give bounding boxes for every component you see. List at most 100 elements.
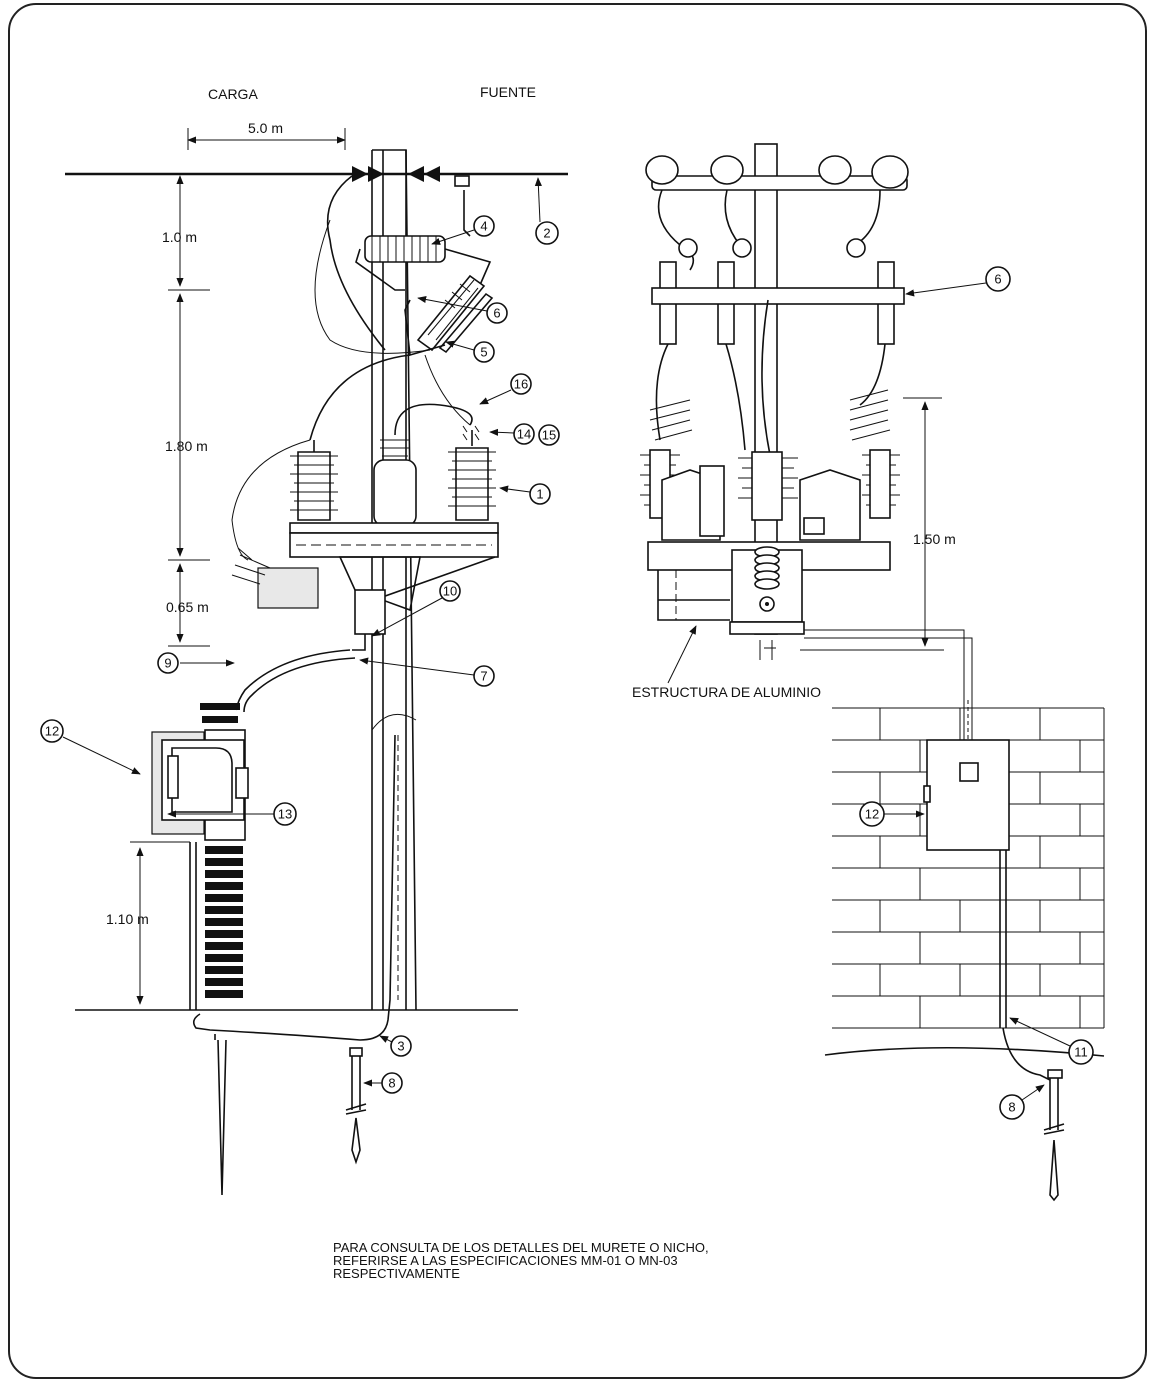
drawing-frame	[8, 3, 1147, 1379]
jumper-line-b	[424, 354, 471, 426]
callout-9: 9	[157, 652, 235, 674]
pin-2	[732, 238, 752, 258]
bushing-right	[448, 430, 496, 521]
pin-1	[678, 238, 698, 258]
down-lead-1	[655, 343, 669, 441]
suspension-insulator	[355, 235, 492, 291]
callout-12-left: 12	[40, 719, 141, 775]
junction-conduit	[352, 634, 366, 651]
wall-meter-box	[926, 739, 1010, 851]
down-lead-4	[761, 299, 771, 456]
specification-note: PARA CONSULTA DE LOS DETALLES DEL MURETE…	[333, 1240, 709, 1281]
dim-110-label: 1.10 m	[106, 911, 149, 927]
conduit	[804, 629, 973, 765]
pin-3	[846, 238, 866, 258]
svg-text:4: 4	[480, 219, 487, 234]
jumper-line-c	[309, 354, 411, 441]
svg-text:12: 12	[865, 807, 879, 822]
jumper-line-a	[314, 219, 431, 354]
platform-bracket	[338, 556, 421, 612]
callout-12-right: 12	[859, 801, 925, 827]
svg-text:5: 5	[480, 345, 487, 360]
down-lead-2	[725, 343, 746, 451]
callout-4: 4	[431, 215, 495, 245]
ground-rod-left	[214, 1034, 227, 1196]
callout-6-right: 6	[905, 266, 1011, 297]
estructura-arrow	[667, 625, 697, 684]
note-line-1: PARA CONSULTA DE LOS DETALLES DEL MURETE…	[333, 1240, 709, 1255]
top-crossarm	[651, 175, 908, 191]
carga-label: CARGA	[208, 86, 258, 102]
right-ground-rod	[1043, 1078, 1065, 1202]
dead-end-clamp-left	[352, 166, 384, 182]
right-jumper-1	[657, 189, 695, 271]
callout-14: 14	[489, 423, 535, 445]
callout-1: 1	[499, 483, 551, 505]
enclosure-knob-center	[765, 602, 769, 606]
ground-rod-clamp	[349, 1047, 363, 1057]
dead-end-clamp-right	[408, 166, 440, 182]
ground-conductor	[192, 734, 396, 1041]
tank-right-panel	[803, 517, 825, 535]
ground-rod-right	[345, 1056, 367, 1165]
jumper-line-d	[394, 403, 473, 436]
svg-text:14: 14	[517, 427, 531, 442]
svg-text:16: 16	[514, 377, 528, 392]
tank-left-panel	[699, 465, 725, 537]
center-coil	[754, 546, 780, 590]
ground-wires	[231, 547, 271, 585]
fuente-label: FUENTE	[480, 84, 536, 100]
service-cable-lower	[243, 657, 356, 713]
pole-break-line	[371, 713, 417, 731]
line-connector	[454, 175, 470, 187]
terminal-marks	[462, 425, 480, 441]
junction-box	[354, 589, 386, 635]
right-insulator-stack-center	[738, 451, 798, 521]
callout-8-left: 8	[363, 1072, 403, 1094]
pole-outline	[371, 149, 417, 1011]
note-line-2: REFERIRSE A LAS ESPECIFICACIONES MM-01 O…	[333, 1253, 678, 1268]
enclosure-feet	[759, 640, 776, 660]
svg-text:9: 9	[164, 656, 171, 671]
dim-065-label: 0.65 m	[166, 599, 209, 615]
svg-text:11: 11	[1074, 1045, 1088, 1060]
callout-3: 3	[379, 1035, 412, 1057]
callout-10: 10	[371, 580, 461, 637]
right-side-view: ESTRUCTURA DE ALUMINIO 1.50 m	[632, 143, 1105, 1202]
service-cable-upper	[235, 649, 351, 711]
right-jumper-3	[854, 189, 881, 246]
estructura-label: ESTRUCTURA DE ALUMINIO	[632, 684, 821, 700]
bushing-left	[290, 440, 338, 521]
svg-text:2: 2	[543, 226, 550, 241]
svg-text:13: 13	[278, 807, 292, 822]
note-line-3: RESPECTIVAMENTE	[333, 1266, 460, 1281]
left-elevation-view: CARGA FUENTE 5.0 m 1.0 m 1.80 m 0.65 m	[40, 84, 568, 1196]
svg-text:3: 3	[397, 1039, 404, 1054]
callout-8-right: 8	[999, 1084, 1045, 1120]
callout-5: 5	[445, 340, 495, 363]
callout-11: 11	[1009, 1017, 1094, 1065]
right-jumper-2	[724, 189, 741, 246]
dim-180-label: 1.80 m	[165, 438, 208, 454]
callout-6-left: 6	[417, 295, 508, 324]
structure-frame	[657, 570, 730, 621]
control-box	[257, 567, 319, 609]
platform-top	[289, 522, 499, 534]
dim-150-label: 1.50 m	[913, 531, 956, 547]
jumper-line-fuente	[463, 190, 471, 237]
down-lead-3	[859, 343, 886, 406]
top-insulators	[645, 155, 909, 189]
wall-meter-window	[959, 762, 979, 782]
span-dimension-label: 5.0 m	[248, 120, 283, 136]
callout-13: 13	[167, 802, 297, 826]
callout-16: 16	[479, 373, 532, 405]
callout-7: 7	[359, 657, 495, 687]
right-insulator-stack-right	[849, 389, 900, 519]
callout-2: 2	[534, 177, 559, 245]
svg-text:7: 7	[480, 669, 487, 684]
enclosure-base	[729, 621, 805, 635]
svg-text:6: 6	[994, 272, 1001, 287]
svg-text:15: 15	[542, 428, 556, 443]
svg-text:8: 8	[388, 1076, 395, 1091]
